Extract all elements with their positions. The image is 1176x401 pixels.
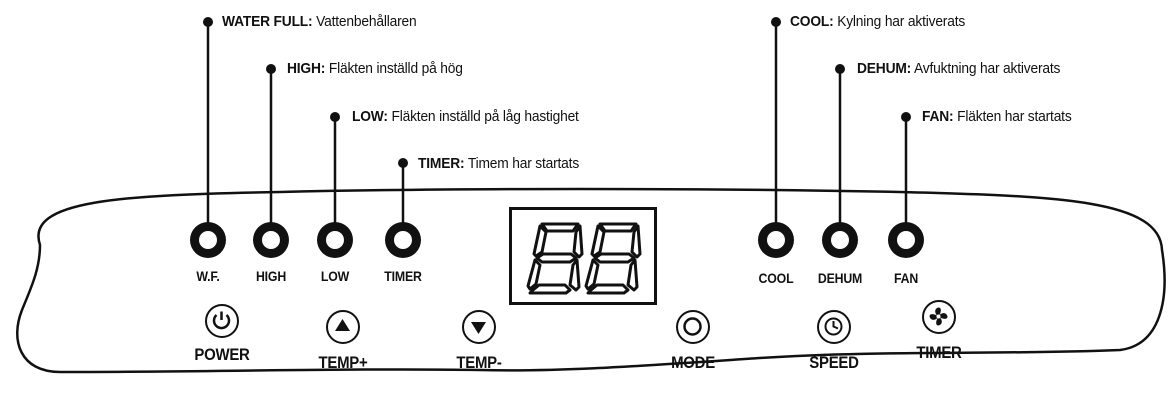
callout-low: LOW: Fläkten inställd på låg hastighet	[352, 108, 579, 125]
temp-down-button-label: TEMP-	[456, 353, 502, 372]
indicator-light-timer	[385, 222, 421, 258]
triangle-up-icon	[335, 319, 350, 331]
indicator-label-high: HIGH	[255, 268, 287, 284]
callout-dot	[203, 17, 213, 27]
indicator-label-dehum: DEHUM	[817, 270, 863, 286]
temp-up-button-label: TEMP+	[318, 353, 368, 372]
callout-dot	[266, 64, 276, 74]
clock-icon	[824, 317, 843, 336]
indicator-light-water-full	[190, 222, 226, 258]
indicator-label-timer: TIMER	[384, 268, 422, 284]
callout-dot	[330, 112, 340, 122]
ring-icon	[683, 317, 702, 336]
fan-icon	[929, 307, 948, 326]
callout-dot	[901, 112, 911, 122]
indicator-light-dehum	[822, 222, 858, 258]
callout-cool: COOL: Kylning har aktiverats	[790, 13, 966, 30]
indicator-light-high	[253, 222, 289, 258]
mode-button-label: MODE	[671, 353, 715, 372]
indicator-label-cool: COOL	[758, 270, 794, 286]
indicator-label-water-full: W.F.	[196, 268, 220, 284]
timer-button-label: TIMER	[916, 343, 962, 362]
timer-button[interactable]	[922, 300, 956, 334]
temp-up-button[interactable]	[326, 310, 360, 344]
panel-border	[16, 187, 1166, 374]
indicator-light-cool	[758, 222, 794, 258]
triangle-down-icon	[471, 322, 486, 334]
callout-water-full: WATER FULL: Vattenbehållaren	[222, 13, 417, 30]
callout-high: HIGH: Fläkten inställd på hög	[287, 60, 463, 77]
callout-dehum: DEHUM: Avfuktning har aktiverats	[857, 60, 1061, 77]
speed-button-label: SPEED	[809, 353, 859, 372]
seven-segment-display	[509, 207, 657, 305]
power-icon	[212, 311, 231, 330]
mode-button[interactable]	[676, 310, 710, 344]
power-button[interactable]	[205, 304, 239, 338]
indicator-light-fan	[888, 222, 924, 258]
display-digits-graphic	[526, 222, 642, 295]
power-button-label: POWER	[194, 345, 250, 364]
callout-dot	[771, 17, 781, 27]
indicator-label-fan: FAN	[893, 270, 919, 286]
indicator-label-low: LOW	[320, 268, 350, 284]
callout-dot	[398, 158, 408, 168]
temp-down-button[interactable]	[462, 310, 496, 344]
indicator-light-low	[317, 222, 353, 258]
callout-timer: TIMER: Timem har startats	[418, 155, 580, 172]
speed-button[interactable]	[817, 310, 851, 344]
callout-dot	[835, 64, 845, 74]
callout-fan: FAN: Fläkten har startats	[922, 108, 1072, 125]
